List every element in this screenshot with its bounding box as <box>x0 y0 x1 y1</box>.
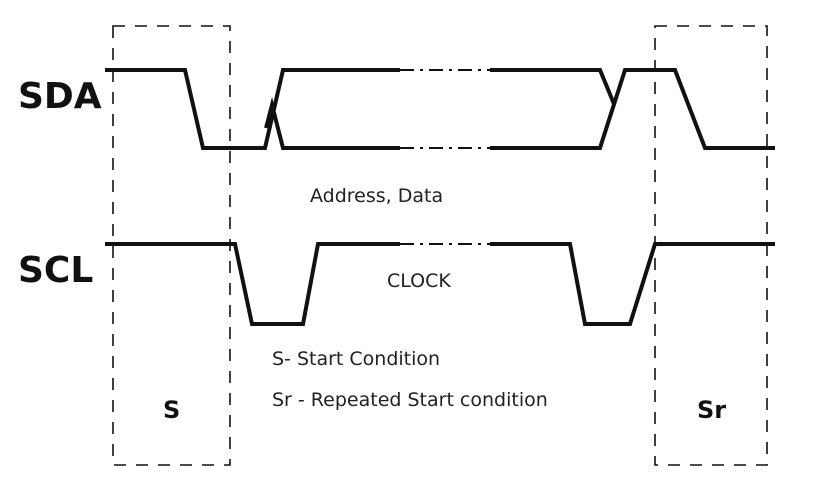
sda-waveform-end <box>490 68 775 150</box>
scl-waveform <box>105 242 400 326</box>
sda-waveform-low <box>264 97 400 150</box>
scl-label: SCL <box>18 250 94 291</box>
clock-label: CLOCK <box>387 270 451 292</box>
legend-repeated-start: Sr - Repeated Start condition <box>272 389 548 411</box>
scl-waveform-end <box>490 242 775 326</box>
repeated-start-box-label: Sr <box>697 396 727 424</box>
sda-label: SDA <box>18 76 102 117</box>
sda-waveform-high <box>105 68 400 150</box>
address-data-label: Address, Data <box>310 185 444 207</box>
legend-start: S- Start Condition <box>272 348 441 370</box>
sda-waveform-end-high <box>490 68 616 105</box>
start-box-label: S <box>163 396 181 424</box>
